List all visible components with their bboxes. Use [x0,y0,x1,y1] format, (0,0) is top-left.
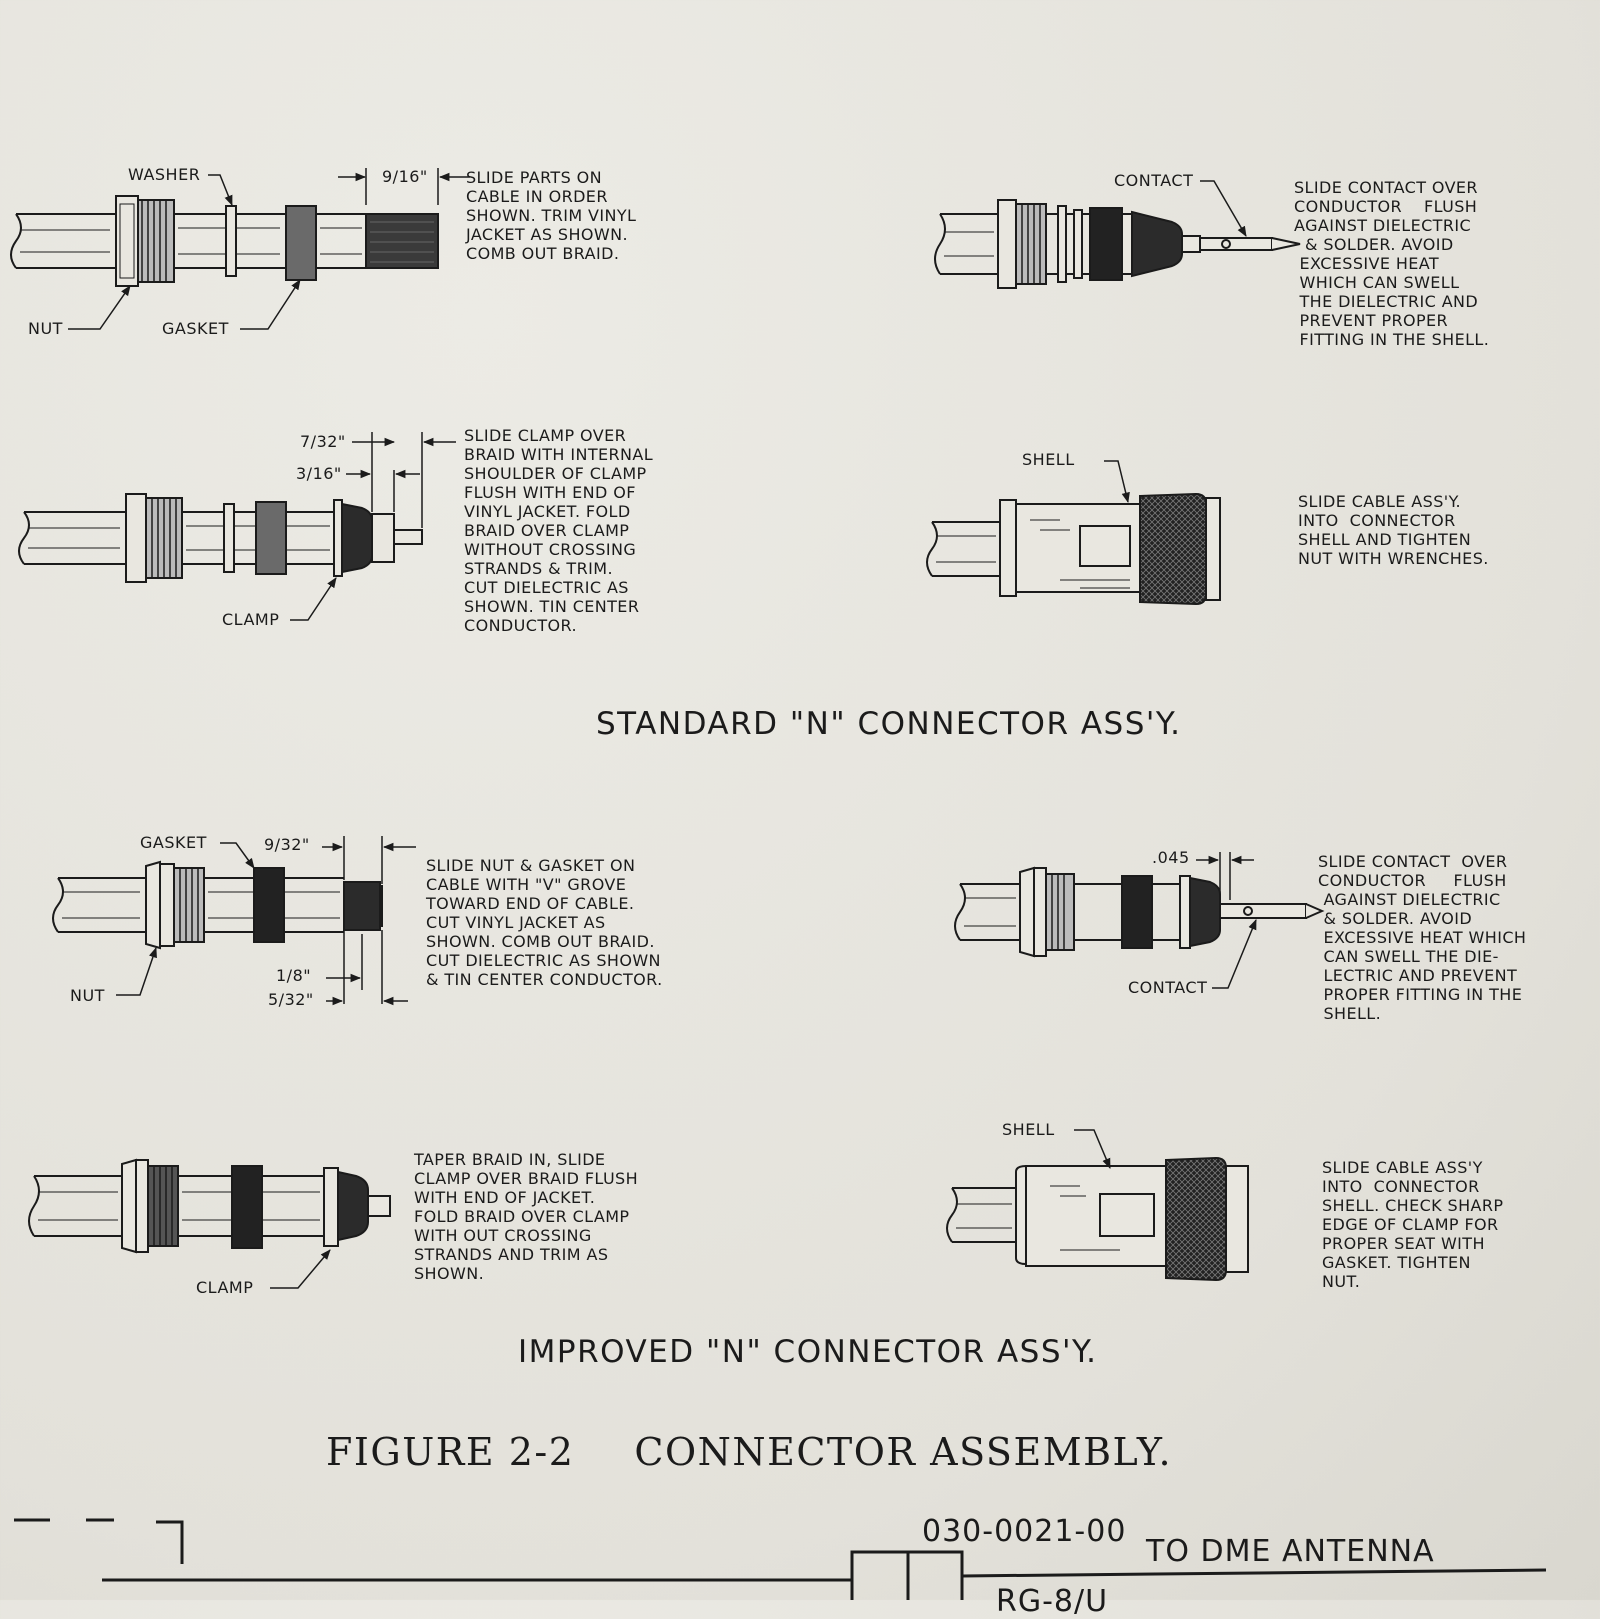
imp-nut-label: NUT [70,986,105,1005]
imp-step1-dimension-c: 5/32" [268,990,314,1009]
imp-shell-label: SHELL [1002,1120,1055,1139]
imp-clamp-label: CLAMP [196,1278,254,1297]
std-step2-dimension-b: 3/16" [296,464,342,483]
part-number: 030-0021-00 [922,1514,1127,1549]
standard-section-title: STANDARD "N" CONNECTOR ASS'Y. [596,706,1182,742]
imp-step3-dimension: .045 [1152,848,1190,867]
std-shell-label: SHELL [1022,450,1075,469]
imp-step1-dimension-a: 9/32" [264,835,310,854]
improved-section-title: IMPROVED "N" CONNECTOR ASS'Y. [518,1334,1098,1370]
imp-gasket-label: GASKET [140,833,207,852]
std-step1-note: SLIDE PARTS ON CABLE IN ORDER SHOWN. TRI… [466,168,637,263]
std-step4-note: SLIDE CABLE ASS'Y. INTO CONNECTOR SHELL … [1298,492,1489,568]
std-step1-dimension: 9/16" [382,167,428,186]
schematic-lines [14,1518,1547,1600]
std-step3-drawing [934,180,1301,289]
std-step2-note: SLIDE CLAMP OVER BRAID WITH INTERNAL SHO… [464,426,654,635]
std-nut-label: NUT [28,319,63,338]
imp-step1-dimension-b: 1/8" [276,966,312,985]
figure-number: FIGURE 2-2 [326,1430,575,1474]
std-step2-drawing [18,432,456,621]
figure-caption: FIGURE 2-2 CONNECTOR ASSEMBLY. [326,1430,1172,1474]
imp-step1-drawing [52,836,416,1006]
std-step1-drawing [10,168,470,330]
std-clamp-label: CLAMP [222,610,280,629]
std-step2-dimension-a: 7/32" [300,432,346,451]
imp-step4-note: SLIDE CABLE ASS'Y INTO CONNECTOR SHELL. … [1322,1158,1504,1291]
imp-step2-note: TAPER BRAID IN, SLIDE CLAMP OVER BRAID F… [414,1150,639,1283]
cable-type: RG-8/U [996,1584,1109,1619]
imp-contact-label: CONTACT [1128,978,1208,997]
imp-step4-drawing [946,1129,1249,1282]
imp-step2-drawing [28,1158,391,1289]
std-washer-label: WASHER [128,165,201,184]
antenna-destination: TO DME ANTENNA [1146,1534,1435,1569]
std-gasket-label: GASKET [162,319,229,338]
std-step3-note: SLIDE CONTACT OVER CONDUCTOR FLUSH AGAIN… [1294,178,1490,349]
figure-title: CONNECTOR ASSEMBLY. [634,1430,1173,1474]
imp-step3-drawing [954,852,1325,989]
std-step4-drawing [926,460,1221,606]
imp-step3-note: SLIDE CONTACT OVER CONDUCTOR FLUSH AGAIN… [1318,852,1527,1023]
std-contact-label: CONTACT [1114,171,1194,190]
imp-step1-note: SLIDE NUT & GASKET ON CABLE WITH "V" GRO… [426,856,663,989]
